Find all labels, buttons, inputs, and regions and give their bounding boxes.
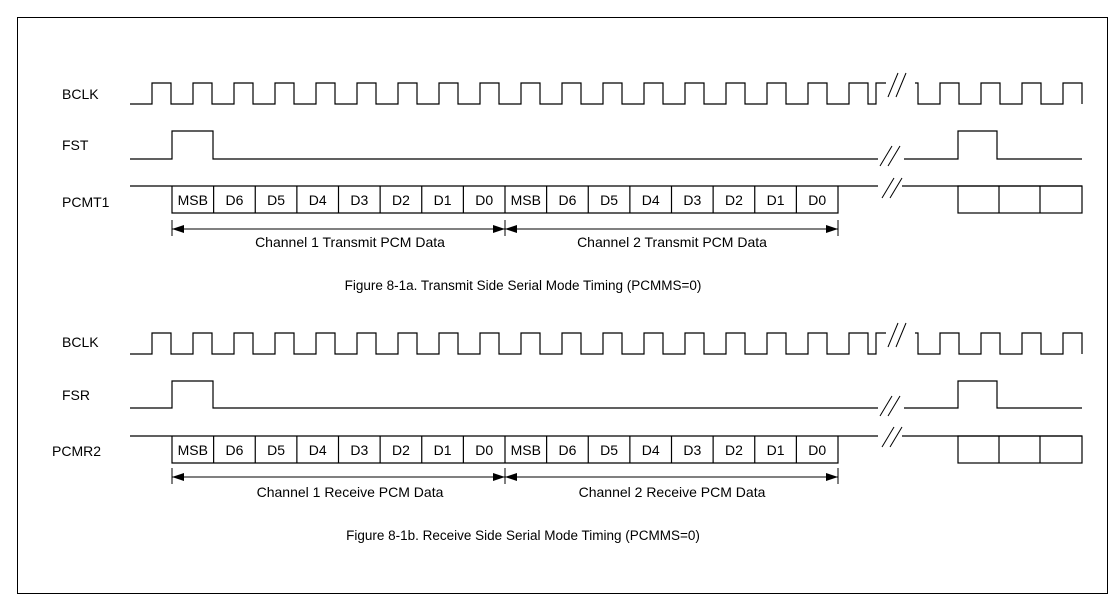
panel-receive: BCLK FSR PCMR2 MSB D6 D5 D4 D3 D2 D1 D0 MSB D6 D5 D… xyxy=(52,322,1083,543)
bit-cells: MSB D6 D5 D4 D3 D2 D1 D0 MSB D6 D5 D4 D3 D2 D1 D0 xyxy=(178,442,827,458)
signal-label-clock: BCLK xyxy=(62,334,99,350)
span-label-channel-1: Channel 1 Transmit PCM Data xyxy=(255,234,445,250)
bit-cell-label: MSB xyxy=(511,442,541,458)
bit-cell-label: D6 xyxy=(558,442,576,458)
span-label-channel-2: Channel 2 Receive PCM Data xyxy=(579,484,766,500)
bit-cell-label: D1 xyxy=(434,442,452,458)
span-label-channel-1: Channel 1 Receive PCM Data xyxy=(257,484,444,500)
bit-cell-label: D2 xyxy=(392,442,410,458)
bit-cell-label: D3 xyxy=(350,192,368,208)
bit-cell-label: D0 xyxy=(808,192,826,208)
bit-cell-label: D6 xyxy=(558,192,576,208)
time-break-marks xyxy=(879,322,907,448)
bclk-waveform-after-break xyxy=(915,332,1083,355)
bit-cell-label: MSB xyxy=(511,192,541,208)
bit-cell-label: D3 xyxy=(683,192,701,208)
signal-label-frame: FSR xyxy=(62,387,90,403)
span-label-channel-2: Channel 2 Transmit PCM Data xyxy=(577,234,767,250)
bit-cell-label: D4 xyxy=(309,442,327,458)
span-arrows xyxy=(171,468,839,484)
frame-sync-waveform xyxy=(130,130,1082,160)
pcm-data-waveform xyxy=(130,185,1083,214)
bit-cell-label: D2 xyxy=(392,192,410,208)
bit-cell-label: D5 xyxy=(600,442,618,458)
time-break-marks xyxy=(879,72,907,199)
bit-cells: MSB D6 D5 D4 D3 D2 D1 D0 MSB D6 D5 D4 D3 D2 D1 D0 xyxy=(178,192,827,208)
pcm-data-waveform xyxy=(130,435,1083,464)
bit-cell-label: D3 xyxy=(350,442,368,458)
bit-cell-label: MSB xyxy=(178,192,208,208)
figure-caption: Figure 8-1a. Transmit Side Serial Mode T… xyxy=(345,278,702,293)
bit-cell-label: D2 xyxy=(725,442,743,458)
bit-cell-label: D0 xyxy=(808,442,826,458)
bclk-waveform xyxy=(130,332,886,355)
figure-caption: Figure 8-1b. Receive Side Serial Mode Ti… xyxy=(346,528,700,543)
bit-cell-label: D2 xyxy=(725,192,743,208)
signal-label-frame: FST xyxy=(62,137,89,153)
bit-cell-label: D5 xyxy=(267,192,285,208)
bit-cell-label: D6 xyxy=(225,192,243,208)
bit-cell-label: D5 xyxy=(267,442,285,458)
signal-label-data: PCMR2 xyxy=(52,443,101,459)
span-arrows xyxy=(171,220,839,236)
bit-cell-label: D6 xyxy=(225,442,243,458)
bit-cell-label: D3 xyxy=(683,442,701,458)
bit-cell-label: D4 xyxy=(309,192,327,208)
bit-cell-label: D5 xyxy=(600,192,618,208)
bit-cell-label: D0 xyxy=(475,192,493,208)
bclk-waveform-after-break xyxy=(915,82,1083,105)
bclk-waveform xyxy=(130,82,886,105)
bit-cell-label: D1 xyxy=(434,192,452,208)
bit-cell-label: D0 xyxy=(475,442,493,458)
panel-transmit: BCLK FST PCMT1 MSB D6 D5 D4 D3 D2 D1 D0 MSB D6 D5 D… xyxy=(62,72,1083,293)
bit-cell-label: D4 xyxy=(642,442,660,458)
bit-cell-label: D1 xyxy=(767,192,785,208)
bit-cell-label: D4 xyxy=(642,192,660,208)
signal-label-clock: BCLK xyxy=(62,86,99,102)
bit-cell-label: MSB xyxy=(178,442,208,458)
signal-label-data: PCMT1 xyxy=(62,194,110,210)
bit-cell-label: D1 xyxy=(767,442,785,458)
frame-sync-waveform xyxy=(130,380,1082,409)
